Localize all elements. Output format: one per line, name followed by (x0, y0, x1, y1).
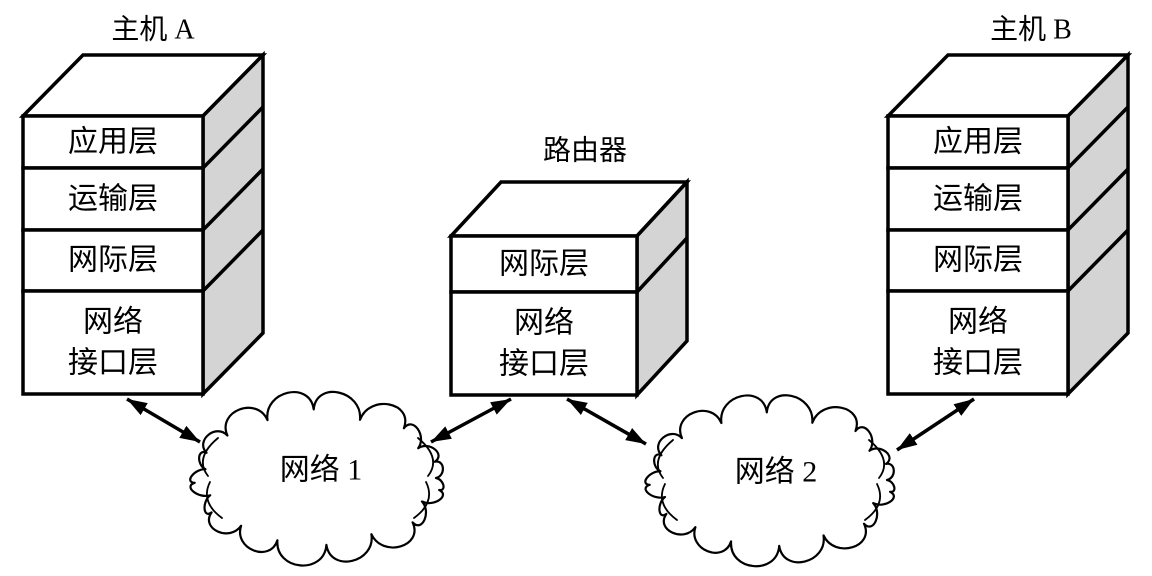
router-side-divider (635, 236, 689, 294)
cloud-inner-scallops (201, 437, 435, 519)
host-b-netif-label-line1: 网络 (948, 306, 1008, 339)
router-netif-label-line2: 接口层 (499, 348, 589, 381)
host-a-layer-network-interface (21, 289, 205, 396)
host-b-layer-network-interface (886, 289, 1070, 396)
network-1-label: 网络 1 (280, 454, 363, 487)
host-a-side-divider (201, 105, 265, 170)
host-b-transport-label: 运输层 (933, 183, 1023, 216)
host-a-stack: 主机 A 应用层 运输层 网际层 网络 接口层 (18, 14, 268, 399)
host-b-layer-application (886, 114, 1070, 170)
host-a-title: 主机 A (111, 14, 195, 46)
network-1-cloud: 网络 1 (189, 390, 445, 567)
host-a-layer-transport (21, 166, 205, 232)
network-2-label: 网络 2 (735, 456, 818, 489)
host-a-application-label: 应用层 (68, 126, 158, 159)
host-a-transport-label: 运输层 (68, 183, 158, 216)
arrow-host-a-network-1 (126, 397, 201, 444)
host-b-side-divider (1066, 105, 1130, 170)
router-title: 路由器 (543, 135, 627, 167)
arrow-host-b-network-2 (896, 397, 975, 452)
router-internet-label: 网际层 (499, 248, 589, 281)
host-b-layer-internet (886, 228, 1070, 293)
router-layer-network-interface (449, 290, 639, 397)
host-b-title: 主机 B (990, 14, 1072, 46)
arrow-router-network-1 (430, 397, 512, 444)
cloud-inner-scallops (656, 439, 886, 521)
host-a-netif-label-line1: 网络 (83, 306, 143, 339)
host-b-application-label: 应用层 (933, 126, 1023, 159)
host-b-internet-label: 网际层 (933, 244, 1023, 277)
cloud-outline (644, 394, 896, 568)
cloud-outline (189, 390, 445, 567)
host-b-side-divider (1066, 167, 1130, 232)
host-b-stack: 主机 B 应用层 运输层 网际层 网络 接口层 (883, 14, 1133, 399)
host-b-side-face (1066, 50, 1130, 399)
host-a-layer-internet (21, 228, 205, 293)
host-a-side-face (201, 50, 265, 399)
host-b-side-divider (1066, 228, 1130, 293)
router-netif-label-line1: 网络 (514, 307, 574, 340)
network-2-cloud: 网络 2 (644, 394, 896, 568)
host-b-netif-label-line2: 接口层 (933, 347, 1023, 380)
arrow-router-network-2 (566, 397, 647, 446)
host-a-side-divider (201, 228, 265, 293)
host-a-side-divider (201, 167, 265, 232)
link-arrows (126, 397, 975, 452)
host-a-netif-label-line2: 接口层 (68, 347, 158, 380)
router-stack: 路由器 网际层 网络 接口层 (446, 135, 692, 400)
host-a-internet-label: 网际层 (68, 244, 158, 277)
